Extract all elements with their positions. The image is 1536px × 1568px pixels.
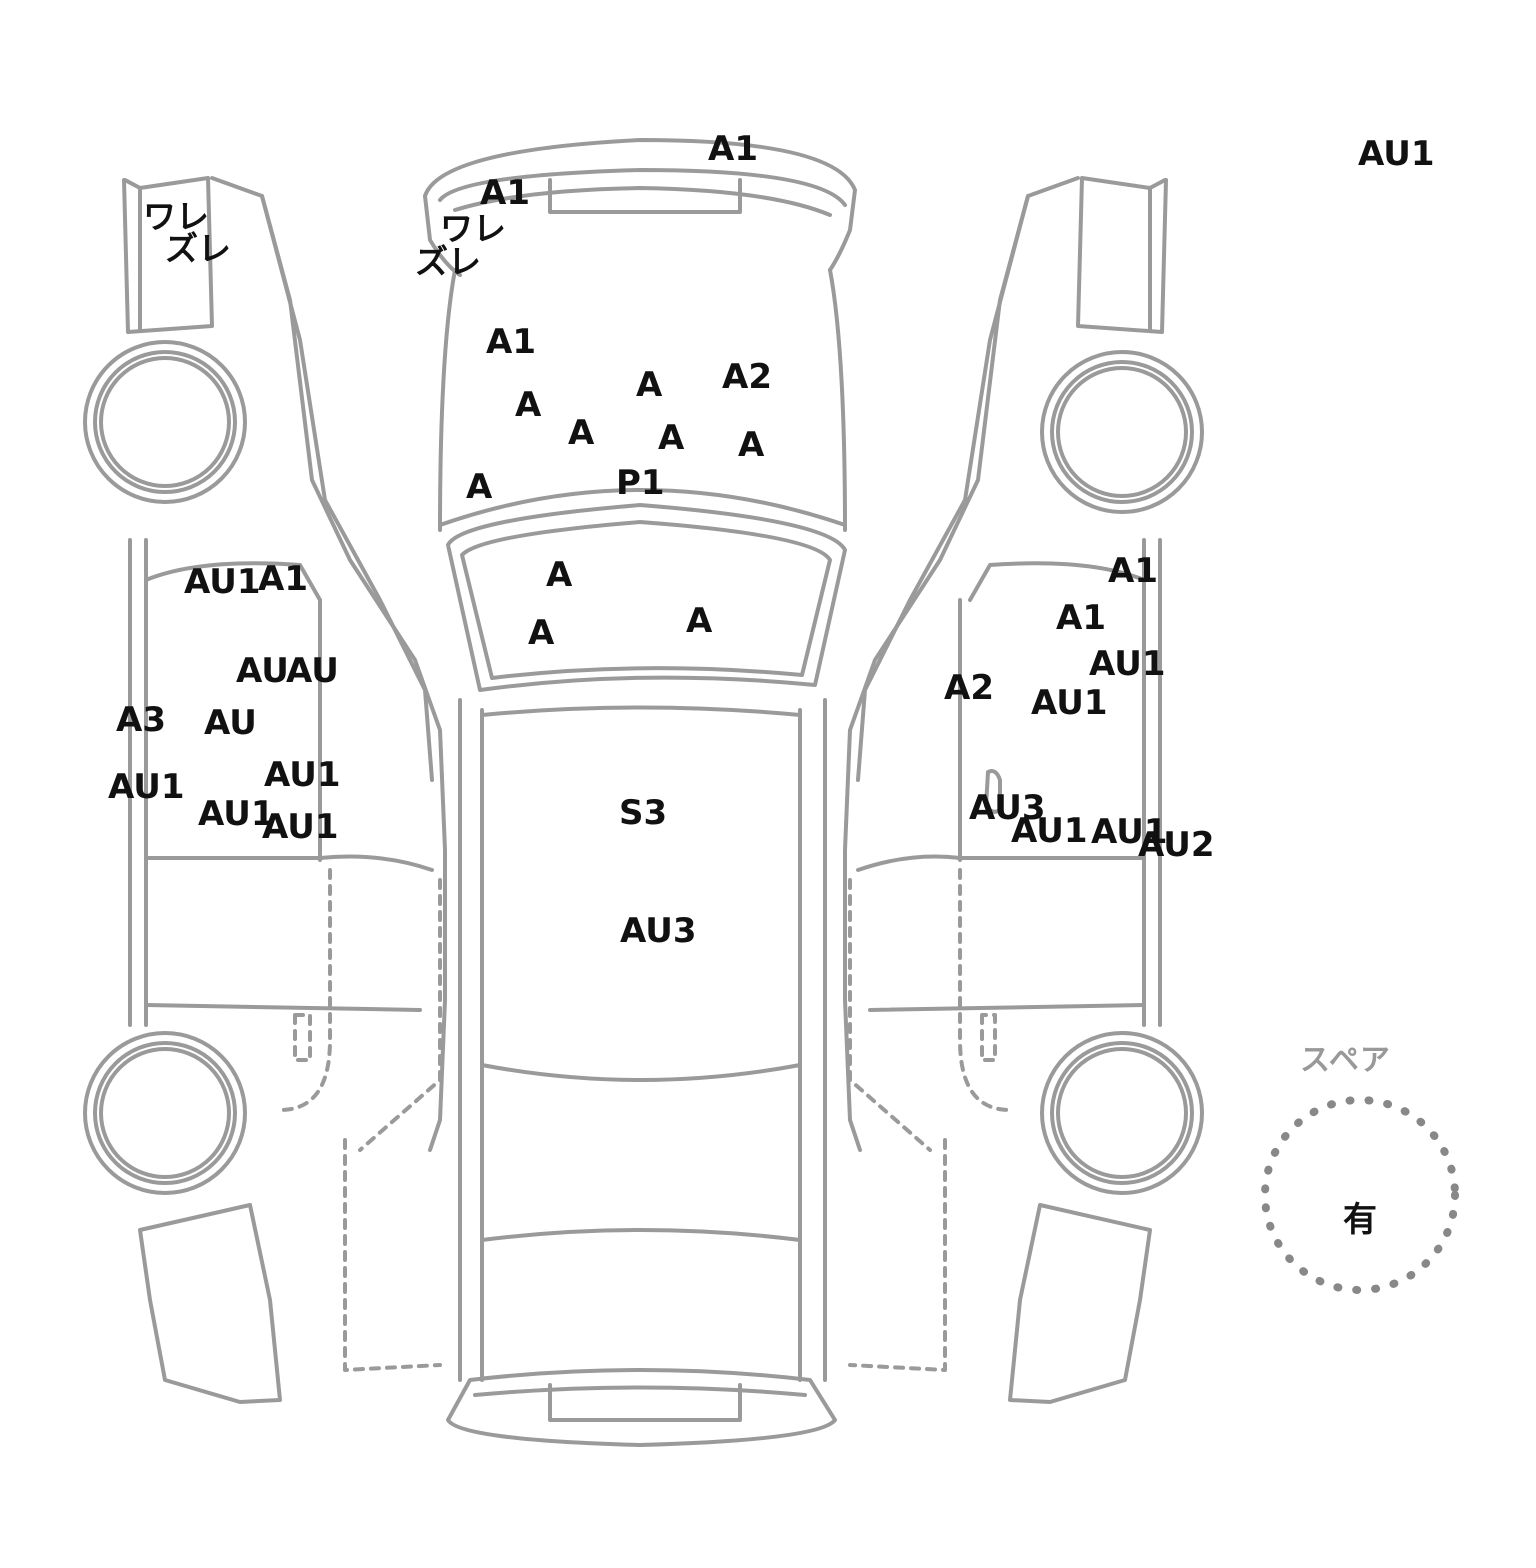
- spare-title: スペア: [1300, 1043, 1391, 1078]
- damage-label-hood-a-1: A: [515, 385, 542, 425]
- damage-label-roof-s3: S3: [619, 793, 668, 833]
- damage-label-left-a3: A3: [116, 700, 166, 740]
- damage-label-hood-a-5: A: [738, 425, 765, 465]
- damage-label-right-a1-1: A1: [1108, 551, 1158, 591]
- damage-label-front-top-a1: A1: [708, 129, 758, 169]
- damage-label-right-au1-2: AU1: [1031, 683, 1108, 723]
- damage-label-left-au1-1: AU1: [108, 767, 185, 807]
- damage-label-hood-a2: A2: [722, 357, 772, 397]
- damage-label-front-a1: A1: [480, 173, 530, 213]
- damage-label-hood-p1: P1: [616, 463, 665, 503]
- damage-label-front-zure: ズレ: [415, 242, 481, 281]
- damage-label-right-au1-4: AU1: [1091, 812, 1168, 852]
- damage-label-left-au1-top: AU1: [184, 562, 261, 602]
- damage-label-glass-a-1: A: [546, 555, 573, 595]
- damage-label-hood-a1: A1: [486, 322, 536, 362]
- spare-value: 有: [1343, 1200, 1377, 1240]
- damage-label-front-ware: ワレ: [440, 209, 506, 248]
- damage-label-right-au1-3: AU1: [1011, 811, 1088, 851]
- right-side-view: [843, 176, 1204, 1404]
- damage-label-corner-au1: AU1: [1358, 134, 1435, 174]
- damage-label-glass-a-2: A: [528, 613, 555, 653]
- spare-tire-circle: [1261, 1096, 1459, 1294]
- damage-label-right-a1-2: A1: [1056, 598, 1106, 638]
- damage-label-left-au1-3: AU1: [198, 794, 275, 834]
- damage-label-right-au2: AU2: [1138, 825, 1215, 865]
- top-view: [423, 138, 857, 1447]
- damage-label-left-ware: ワレ: [143, 197, 209, 236]
- damage-label-right-au3: AU3: [969, 788, 1046, 828]
- damage-label-left-au1-4: AU1: [262, 807, 339, 847]
- damage-label-left-au-3: AU: [204, 703, 257, 743]
- damage-label-hood-a-4: A: [658, 418, 685, 458]
- damage-label-hood-a-6: A: [466, 467, 493, 507]
- left-side-view: [83, 176, 447, 1404]
- damage-label-hood-a-2: A: [568, 413, 595, 453]
- damage-label-left-a1-top: A1: [258, 559, 308, 599]
- damage-label-left-au-2: AU: [286, 651, 339, 691]
- damage-label-left-au1-2: AU1: [264, 755, 341, 795]
- damage-label-roof-au3: AU3: [620, 911, 697, 951]
- damage-label-left-au-1: AU: [236, 651, 289, 691]
- damage-label-hood-a-3: A: [636, 365, 663, 405]
- damage-label-right-a2: A2: [944, 668, 994, 708]
- damage-label-glass-a-3: A: [686, 601, 713, 641]
- damage-label-left-zure: ズレ: [165, 229, 231, 268]
- damage-label-right-au1-1: AU1: [1089, 644, 1166, 684]
